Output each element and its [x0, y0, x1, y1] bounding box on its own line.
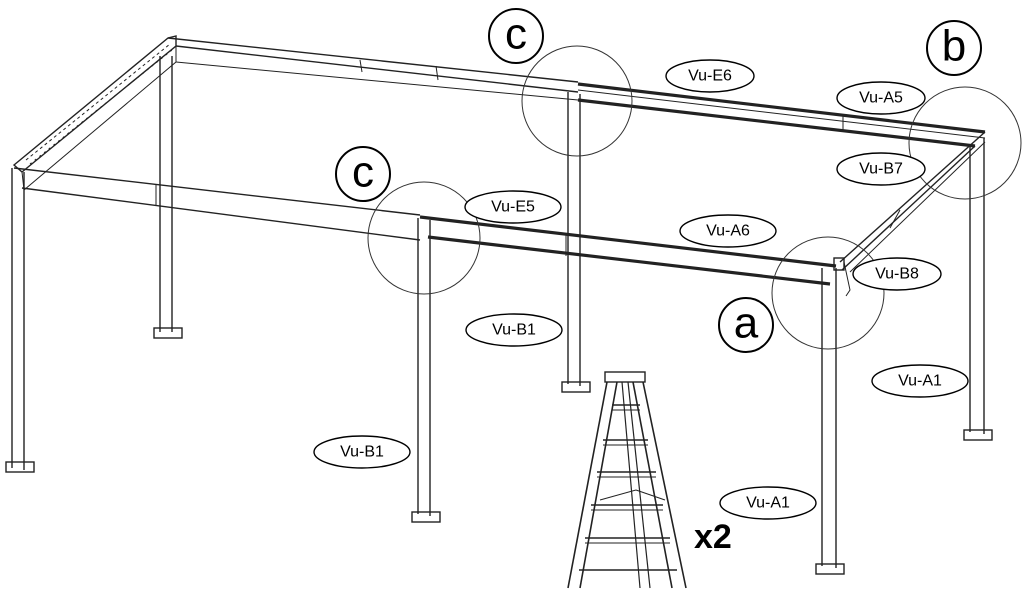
part-label-vu-b7: Vu-B7 [836, 152, 926, 186]
part-label-vu-e6: Vu-E6 [665, 59, 755, 93]
detail-circle-b [908, 86, 1022, 200]
part-label-vu-e5: Vu-E5 [464, 190, 562, 224]
svg-text:Vu-E6: Vu-E6 [688, 68, 732, 85]
svg-text:Vu-A5: Vu-A5 [859, 90, 903, 107]
detail-marker-c-left: c [335, 146, 391, 202]
svg-text:Vu-B8: Vu-B8 [875, 266, 919, 283]
part-label-vu-a1-bottom: Vu-A1 [719, 486, 817, 520]
part-label-vu-a1-right: Vu-A1 [871, 364, 969, 398]
detail-circle-c-top [521, 45, 633, 157]
svg-text:Vu-E5: Vu-E5 [491, 199, 535, 216]
svg-text:Vu-B7: Vu-B7 [859, 161, 903, 178]
part-label-vu-b1-left: Vu-B1 [313, 435, 411, 469]
svg-text:Vu-A1: Vu-A1 [746, 495, 790, 512]
part-label-vu-b8: Vu-B8 [852, 257, 942, 291]
part-label-vu-b1-center: Vu-B1 [465, 313, 563, 347]
svg-text:b: b [942, 22, 966, 71]
svg-text:Vu-B1: Vu-B1 [340, 444, 384, 461]
pergola-frame [5, 35, 993, 575]
svg-text:c: c [505, 10, 527, 59]
detail-circle-a [771, 236, 885, 350]
detail-circle-c-left [367, 181, 481, 295]
part-label-vu-a6: Vu-A6 [679, 214, 777, 248]
svg-text:a: a [734, 299, 759, 348]
ladder-icon [567, 371, 687, 589]
detail-marker-c-top: c [488, 8, 544, 64]
detail-marker-b: b [926, 20, 982, 76]
ladder-quantity: x2 [694, 518, 732, 556]
svg-text:Vu-B1: Vu-B1 [492, 322, 536, 339]
svg-text:Vu-A1: Vu-A1 [898, 373, 942, 390]
part-label-vu-a5: Vu-A5 [836, 81, 926, 115]
detail-marker-a: a [718, 297, 774, 353]
svg-text:Vu-A6: Vu-A6 [706, 223, 750, 240]
svg-text:c: c [352, 148, 374, 197]
